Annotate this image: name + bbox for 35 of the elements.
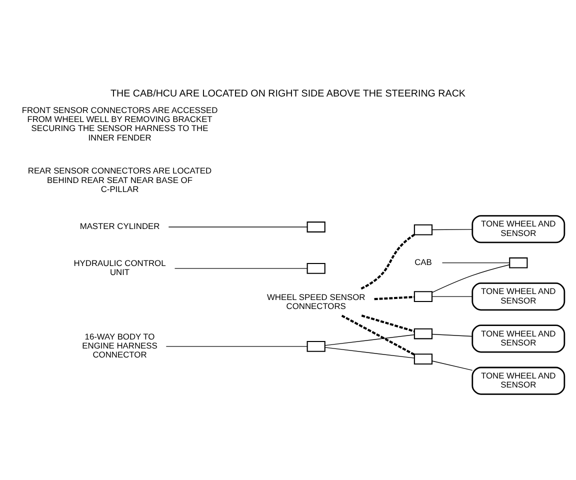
connector bbox=[324, 347, 415, 358]
node-text: CAB bbox=[414, 257, 432, 268]
node-box bbox=[306, 263, 326, 274]
connector bbox=[432, 360, 473, 371]
node-box: TONE WHEEL AND SENSOR bbox=[472, 366, 566, 395]
label: REAR SENSOR CONNECTORS ARE LOCATED BEHIND REAR SEAT NEAR BASE OF C-PILLAR bbox=[28, 166, 212, 194]
connector bbox=[168, 226, 308, 228]
connector bbox=[166, 346, 308, 347]
node-box bbox=[306, 222, 326, 232]
connector bbox=[432, 334, 473, 337]
connector bbox=[324, 334, 415, 346]
diagram-title: THE CAB/HCU ARE LOCATED ON RIGHT SIDE ABOVE THE STEERING RACK bbox=[110, 88, 466, 100]
connector bbox=[360, 234, 415, 290]
connector bbox=[174, 268, 308, 269]
node-text: WHEEL SPEED SENSOR CONNECTORS bbox=[266, 292, 366, 311]
connector bbox=[341, 314, 415, 356]
node-box: TONE WHEEL AND SENSOR bbox=[472, 324, 566, 353]
node-text: MASTER CYLINDER bbox=[80, 221, 160, 232]
connector bbox=[432, 229, 473, 230]
node-box bbox=[414, 291, 433, 302]
connector bbox=[442, 262, 510, 264]
node-box bbox=[509, 257, 528, 268]
connector bbox=[374, 296, 414, 300]
label: FRONT SENSOR CONNECTORS ARE ACCESSED FROM WHEEL WELL BY REMOVING BRACKET SECURING THE SENSOR HARNESS TO THE INNER FENDER bbox=[22, 104, 218, 142]
node-box: TONE WHEEL AND SENSOR bbox=[472, 282, 566, 311]
connector bbox=[432, 264, 510, 293]
connector bbox=[361, 314, 415, 332]
node-text: HYDRAULIC CONTROL UNIT bbox=[74, 258, 166, 278]
node-box bbox=[306, 340, 326, 352]
connector bbox=[432, 296, 473, 297]
node-text: 16-WAY BODY TO ENGINE HARNESS CONNECTOR bbox=[82, 331, 158, 360]
node-box bbox=[414, 224, 433, 236]
node-box bbox=[414, 354, 433, 365]
node-box: TONE WHEEL AND SENSOR bbox=[472, 215, 566, 244]
node-box bbox=[414, 328, 433, 340]
